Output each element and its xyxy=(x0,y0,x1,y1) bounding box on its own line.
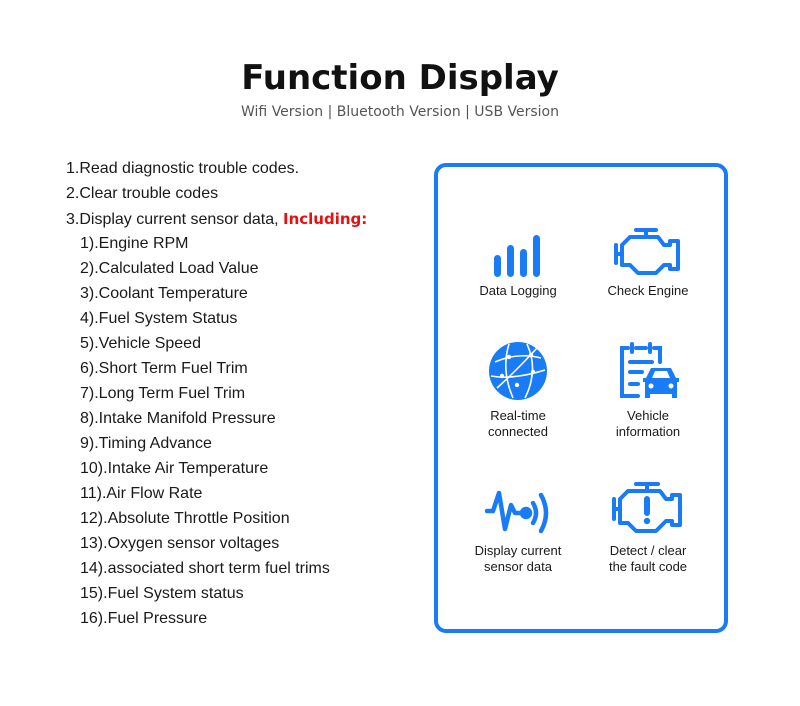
page-title: Function Display xyxy=(241,58,559,98)
feature-card-sensor-data: Display current sensor data xyxy=(448,477,588,575)
sensor-data-item: 6).Short Term Fuel Trim xyxy=(80,360,248,377)
feature-label-line: the fault code xyxy=(608,559,688,574)
sensor-data-item: 5).Vehicle Speed xyxy=(80,335,201,352)
feature-label-line: sensor data xyxy=(484,559,552,574)
feature-item-text: 3.Display current sensor data, xyxy=(66,211,283,228)
feature-card-data-logging: Data Logging xyxy=(448,217,588,299)
function-panel: Data Logging Check Engine xyxy=(434,163,728,633)
signal-wave-icon xyxy=(448,477,588,537)
feature-label: Check Engine xyxy=(607,283,689,298)
feature-label: Data Logging xyxy=(479,283,557,298)
bar-chart-icon xyxy=(448,217,588,277)
feature-label-line: Vehicle xyxy=(627,408,669,423)
sensor-data-item: 3).Coolant Temperature xyxy=(80,285,248,302)
feature-label-line: Display current xyxy=(474,543,562,558)
sensor-data-item: 15).Fuel System status xyxy=(80,585,244,602)
feature-label: Real-time connected xyxy=(448,408,588,440)
feature-label-line: information xyxy=(615,424,681,439)
sensor-data-item: 1).Engine RPM xyxy=(80,235,189,252)
sensor-data-item: 2).Calculated Load Value xyxy=(80,260,259,277)
feature-item: 1.Read diagnostic trouble codes. xyxy=(66,160,300,177)
feature-label: Vehicle information xyxy=(578,408,718,440)
feature-label: Detect / clear the fault code xyxy=(578,543,718,575)
including-highlight: Including: xyxy=(283,210,368,228)
sensor-data-item: 16).Fuel Pressure xyxy=(80,610,208,627)
engine-warning-icon xyxy=(578,477,718,537)
sensor-data-item: 11).Air Flow Rate xyxy=(80,485,203,502)
feature-label-line: Detect / clear xyxy=(609,543,687,558)
feature-label-line: connected xyxy=(488,424,548,439)
sensor-data-item: 12).Absolute Throttle Position xyxy=(80,510,290,527)
feature-item: 3.Display current sensor data, Including… xyxy=(66,209,367,234)
feature-list: 1.Read diagnostic trouble codes. 2.Clear… xyxy=(66,159,367,634)
feature-card-check-engine: Check Engine xyxy=(578,217,718,299)
engine-icon xyxy=(578,217,718,277)
sensor-data-item: 7).Long Term Fuel Trim xyxy=(80,385,246,402)
feature-card-fault-code: Detect / clear the fault code xyxy=(578,477,718,575)
feature-item: 2.Clear trouble codes xyxy=(66,185,219,202)
sensor-data-item: 4).Fuel System Status xyxy=(80,310,238,327)
feature-card-vehicle-info: Vehicle information xyxy=(578,342,718,440)
sensor-data-item: 8).Intake Manifold Pressure xyxy=(80,410,276,427)
clipboard-car-icon xyxy=(578,342,718,402)
version-subtitle: Wifi Version | Bluetooth Version | USB V… xyxy=(241,104,559,120)
sensor-data-item: 13).Oxygen sensor voltages xyxy=(80,535,280,552)
sensor-data-item: 14).associated short term fuel trims xyxy=(80,560,330,577)
feature-label: Display current sensor data xyxy=(448,543,588,575)
feature-label-line: Real-time xyxy=(490,408,546,423)
feature-card-realtime: Real-time connected xyxy=(448,342,588,440)
sensor-data-item: 10).Intake Air Temperature xyxy=(80,460,269,477)
globe-network-icon xyxy=(448,342,588,402)
sensor-data-item: 9).Timing Advance xyxy=(80,435,212,452)
